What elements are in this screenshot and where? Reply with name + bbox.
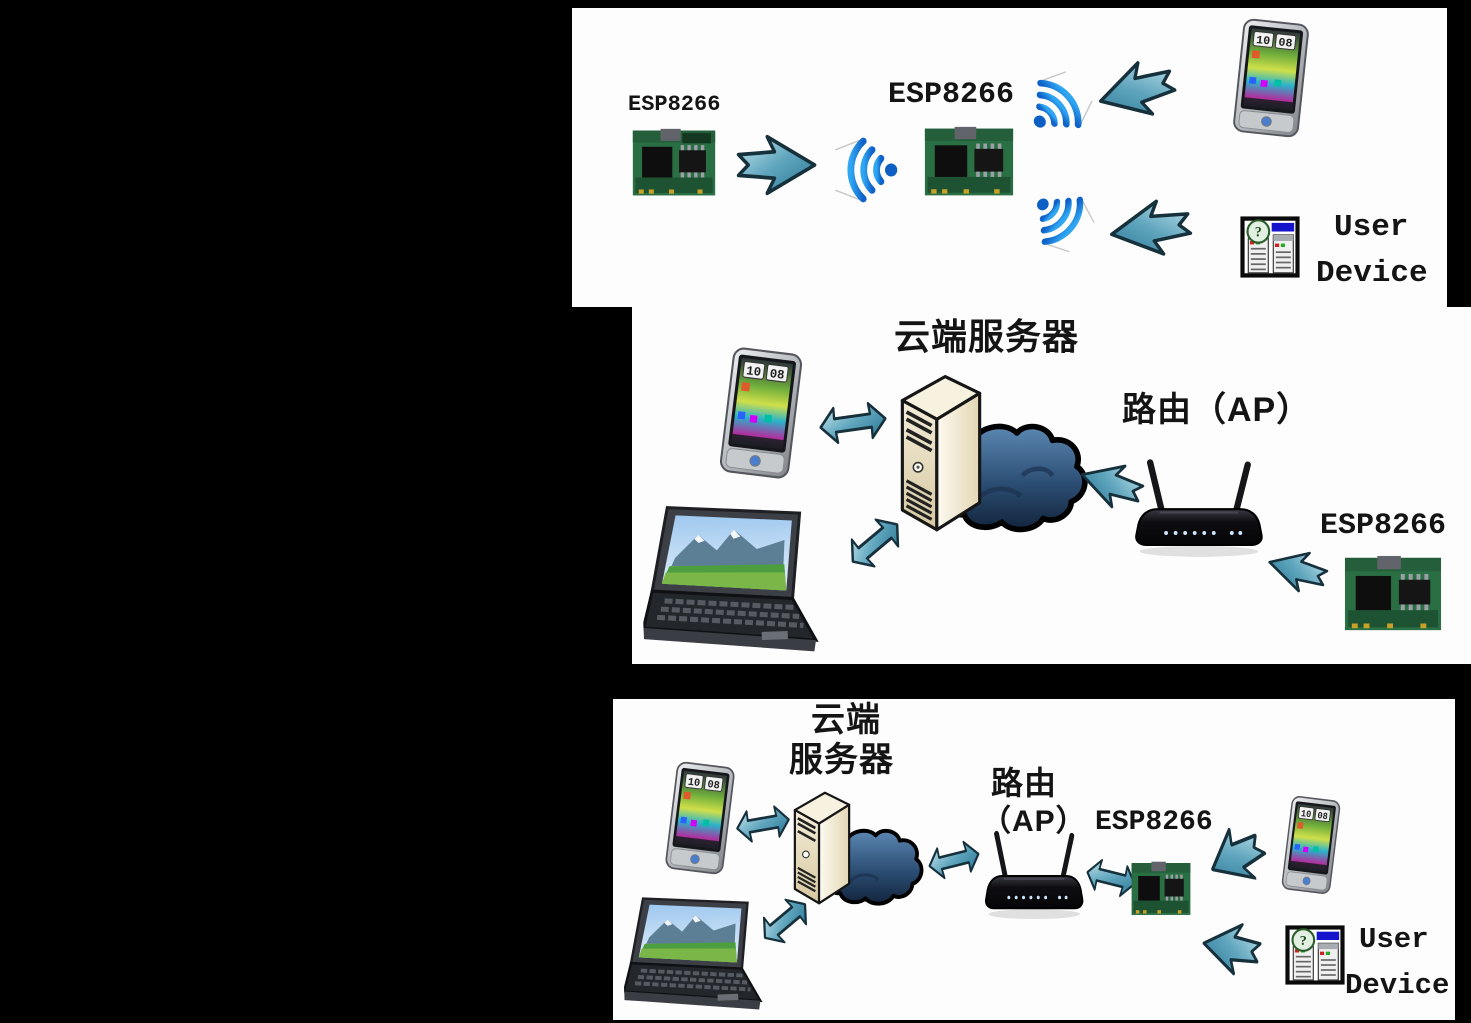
double-arrow-icon (836, 505, 914, 582)
arrow-right-icon (736, 132, 818, 198)
esp8266-label: ESP8266 (1095, 807, 1213, 838)
user-device-label-line2: Device (1345, 969, 1450, 1002)
arrow-left-icon (1195, 815, 1276, 899)
router-ap-label: 路由（AP） (1122, 391, 1312, 429)
router-ap-label-line2: （AP） (981, 805, 1087, 838)
wifi-signal-icon (1013, 172, 1104, 264)
user-device-label-line1: User (1334, 210, 1409, 245)
wifi-router (981, 827, 1089, 921)
esp8266-chip (1344, 555, 1442, 633)
server-tower (789, 783, 855, 907)
user-device-label-line2: Device (1316, 256, 1428, 291)
wifi-signal-icon (1009, 60, 1103, 155)
wifi-router (1130, 455, 1270, 559)
arrow-left-icon (1104, 192, 1196, 265)
double-arrow-icon (749, 886, 820, 956)
esp8266-chip (632, 128, 716, 198)
phone-clock-hours: 10 (687, 777, 701, 791)
phone-clock-minutes: 08 (769, 367, 785, 383)
cloud-server-title-line1: 云端 (811, 701, 881, 739)
arrow-left-icon (1089, 50, 1183, 132)
double-arrow-icon (923, 833, 986, 887)
arrow-left-icon (1196, 914, 1265, 982)
question-mark-glyph: ? (1300, 933, 1307, 949)
arrow-left-icon (1072, 450, 1150, 518)
user-device-label-line1: User (1359, 923, 1429, 956)
user-device-icon: ? (1240, 216, 1300, 278)
phone-clock-minutes: 08 (1278, 36, 1293, 50)
esp8266-label-center: ESP8266 (888, 78, 1015, 112)
router-ap-label-line1: 路由 (991, 765, 1058, 801)
double-arrow-icon (815, 394, 891, 451)
server-tower (894, 363, 988, 535)
phone-clock-hours: 10 (1256, 34, 1271, 48)
panel-cloud-mode: 云端服务器 10 08 (632, 307, 1471, 664)
smartphone: 10 08 (716, 345, 805, 481)
esp8266-chip (924, 126, 1014, 198)
smartphone: 10 08 (1279, 794, 1342, 896)
phone-clock-hours: 10 (1300, 808, 1312, 821)
question-mark-glyph: ? (1255, 224, 1262, 240)
wifi-signal-icon (834, 134, 902, 206)
laptop (639, 500, 845, 669)
double-arrow-icon (732, 798, 794, 849)
arrow-left-icon (1261, 539, 1333, 600)
phone-clock-minutes: 08 (1317, 810, 1329, 823)
user-device-icon: ? (1285, 925, 1345, 985)
esp8266-label-left: ESP8266 (628, 92, 721, 117)
panel-direct-mode: ESP8266 ESP8266 (572, 8, 1447, 307)
phone-clock-minutes: 08 (707, 779, 721, 793)
esp8266-chip (1131, 861, 1191, 917)
panel-cloud-user-mode: 云端 服务器 10 08 (613, 699, 1455, 1020)
smartphone: 10 08 (1230, 17, 1312, 140)
cloud-server-title-line2: 服务器 (789, 741, 894, 779)
laptop (621, 892, 783, 1022)
cloud-server-title: 云端服务器 (894, 316, 1080, 357)
smartphone: 10 08 (663, 760, 738, 877)
phone-clock-hours: 10 (745, 364, 761, 380)
esp8266-label: ESP8266 (1320, 509, 1447, 543)
